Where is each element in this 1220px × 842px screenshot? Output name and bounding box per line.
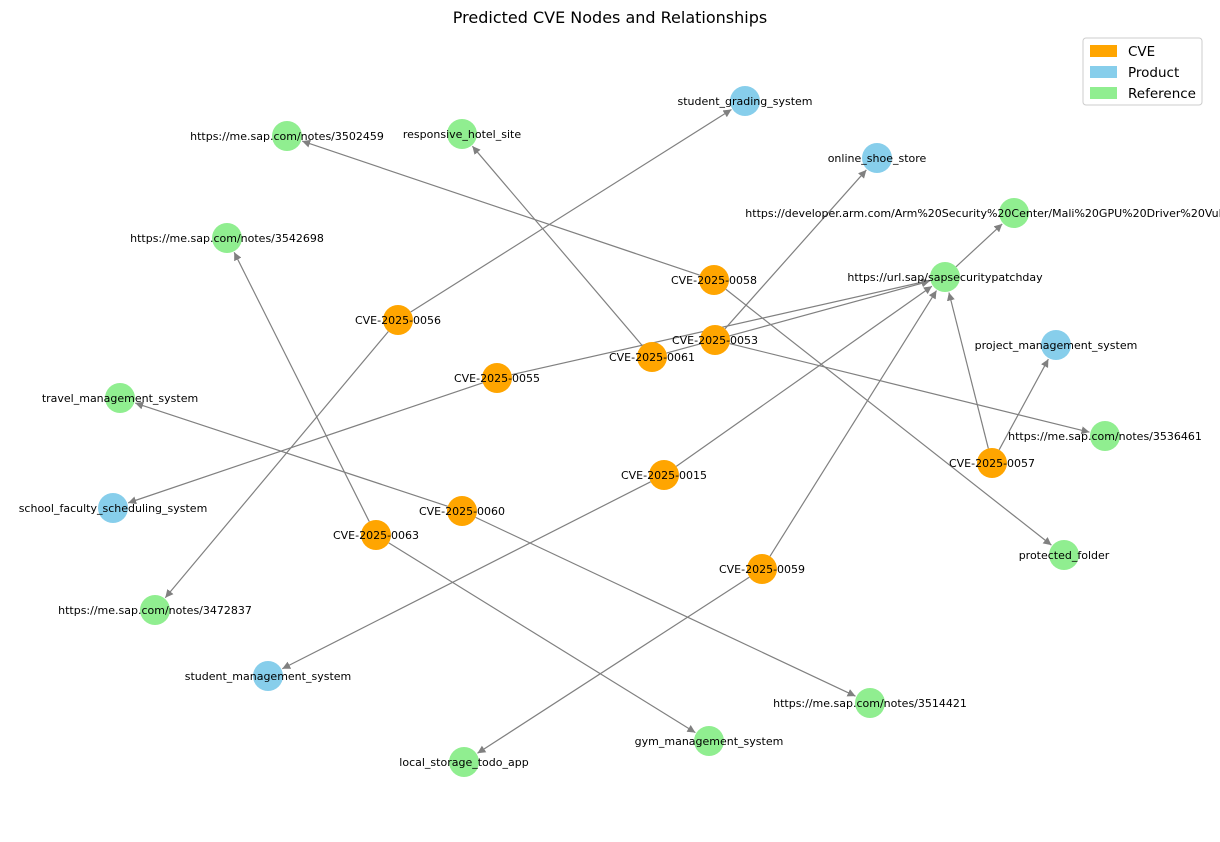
legend-label-reference: Reference — [1128, 86, 1196, 102]
node-label-hotel: responsive_hotel_site — [403, 128, 521, 141]
nodes-layer — [98, 86, 1120, 777]
node-label-student_grading: student_grading_system — [677, 95, 812, 108]
node-cve0015[interactable] — [649, 460, 679, 490]
legend-label-cve: CVE — [1128, 44, 1155, 60]
node-label-arm: https://developer.arm.com/Arm%20Security… — [745, 207, 1220, 220]
legend-swatch-cve — [1090, 45, 1117, 57]
node-label-todo: local_storage_todo_app — [399, 756, 528, 769]
node-project_mgmt[interactable] — [1041, 330, 1071, 360]
node-cve0053[interactable] — [700, 325, 730, 355]
legend-swatch-reference — [1090, 87, 1117, 99]
node-label-sap3536461: https://me.sap.com/notes/3536461 — [1008, 430, 1202, 443]
node-label-cve0053: CVE-2025-0053 — [672, 334, 758, 347]
edge-cve0053-to-online_shoe — [724, 169, 867, 330]
node-cve0059[interactable] — [747, 554, 777, 584]
node-cve0061[interactable] — [637, 342, 667, 372]
node-hotel[interactable] — [447, 119, 477, 149]
node-sap3536461[interactable] — [1090, 421, 1120, 451]
node-todo[interactable] — [449, 747, 479, 777]
node-sap3514421[interactable] — [855, 688, 885, 718]
edge-cve0015-to-patchday — [675, 285, 933, 467]
chart-title: Predicted CVE Nodes and Relationships — [453, 8, 767, 27]
node-label-cve0057: CVE-2025-0057 — [949, 457, 1035, 470]
node-school_faculty[interactable] — [98, 493, 128, 523]
node-gym[interactable] — [694, 726, 724, 756]
edge-cve0059-to-patchday — [769, 290, 938, 557]
edge-cve0061-to-hotel — [471, 145, 643, 346]
node-patchday[interactable] — [930, 262, 960, 292]
node-student_mgmt[interactable] — [253, 661, 283, 691]
node-label-cve0056: CVE-2025-0056 — [355, 314, 441, 327]
edge-cve0060-to-travel — [135, 401, 448, 507]
node-label-protected: protected_folder — [1019, 549, 1110, 562]
edge-cve0053-to-sap3536461 — [729, 343, 1090, 435]
edge-cve0057-to-project_mgmt — [998, 358, 1049, 451]
node-label-sap3472837: https://me.sap.com/notes/3472837 — [58, 604, 252, 617]
node-cve0058[interactable] — [699, 265, 729, 295]
node-sap3502459[interactable] — [272, 121, 302, 151]
edge-cve0015-to-student_mgmt — [281, 481, 651, 670]
node-label-cve0061: CVE-2025-0061 — [609, 351, 695, 364]
node-cve0056[interactable] — [383, 305, 413, 335]
node-sap3542698[interactable] — [212, 223, 242, 253]
node-label-sap3514421: https://me.sap.com/notes/3514421 — [773, 697, 967, 710]
node-label-cve0063: CVE-2025-0063 — [333, 529, 419, 542]
node-online_shoe[interactable] — [862, 143, 892, 173]
node-travel[interactable] — [105, 383, 135, 413]
node-cve0063[interactable] — [361, 520, 391, 550]
node-cve0057[interactable] — [977, 448, 1007, 478]
node-label-cve0058: CVE-2025-0058 — [671, 274, 757, 287]
edge-cve0056-to-sap3472837 — [164, 331, 389, 599]
edge-cve0060-to-sap3514421 — [475, 516, 856, 697]
legend: CVE Product Reference — [1082, 37, 1203, 106]
edge-cve0059-to-todo — [477, 576, 750, 754]
node-label-gym: gym_management_system — [635, 735, 784, 748]
node-cve0055[interactable] — [482, 363, 512, 393]
node-label-cve0059: CVE-2025-0059 — [719, 563, 805, 576]
node-label-cve0015: CVE-2025-0015 — [621, 469, 707, 482]
edge-cve0055-to-school_faculty — [127, 382, 483, 505]
node-label-patchday: https://url.sap/sapsecuritypatchday — [847, 271, 1043, 284]
edge-cve0058-to-protected — [725, 288, 1052, 546]
node-label-project_mgmt: project_management_system — [975, 339, 1138, 352]
node-label-cve0055: CVE-2025-0055 — [454, 372, 540, 385]
node-label-cve0060: CVE-2025-0060 — [419, 505, 505, 518]
legend-swatch-product — [1090, 66, 1117, 78]
legend-label-product: Product — [1128, 65, 1179, 81]
node-label-sap3542698: https://me.sap.com/notes/3542698 — [130, 232, 324, 245]
node-label-travel: travel_management_system — [42, 392, 198, 405]
edge-cve0057-to-patchday — [947, 292, 989, 449]
edge-cve0058-to-sap3502459 — [301, 139, 700, 276]
node-cve0060[interactable] — [447, 496, 477, 526]
edge-cve0056-to-student_grading — [410, 109, 732, 313]
edge-cve0063-to-gym — [388, 542, 696, 734]
edge-patchday-to-arm — [955, 223, 1003, 268]
node-label-online_shoe: online_shoe_store — [828, 152, 927, 165]
node-label-student_mgmt: student_management_system — [185, 670, 352, 683]
edge-cve0063-to-sap3542698 — [233, 252, 370, 522]
node-label-school_faculty: school_faculty_scheduling_system — [19, 502, 208, 515]
node-student_grading[interactable] — [730, 86, 760, 116]
node-protected[interactable] — [1049, 540, 1079, 570]
node-arm[interactable] — [999, 198, 1029, 228]
node-label-sap3502459: https://me.sap.com/notes/3502459 — [190, 130, 384, 143]
node-sap3472837[interactable] — [140, 595, 170, 625]
